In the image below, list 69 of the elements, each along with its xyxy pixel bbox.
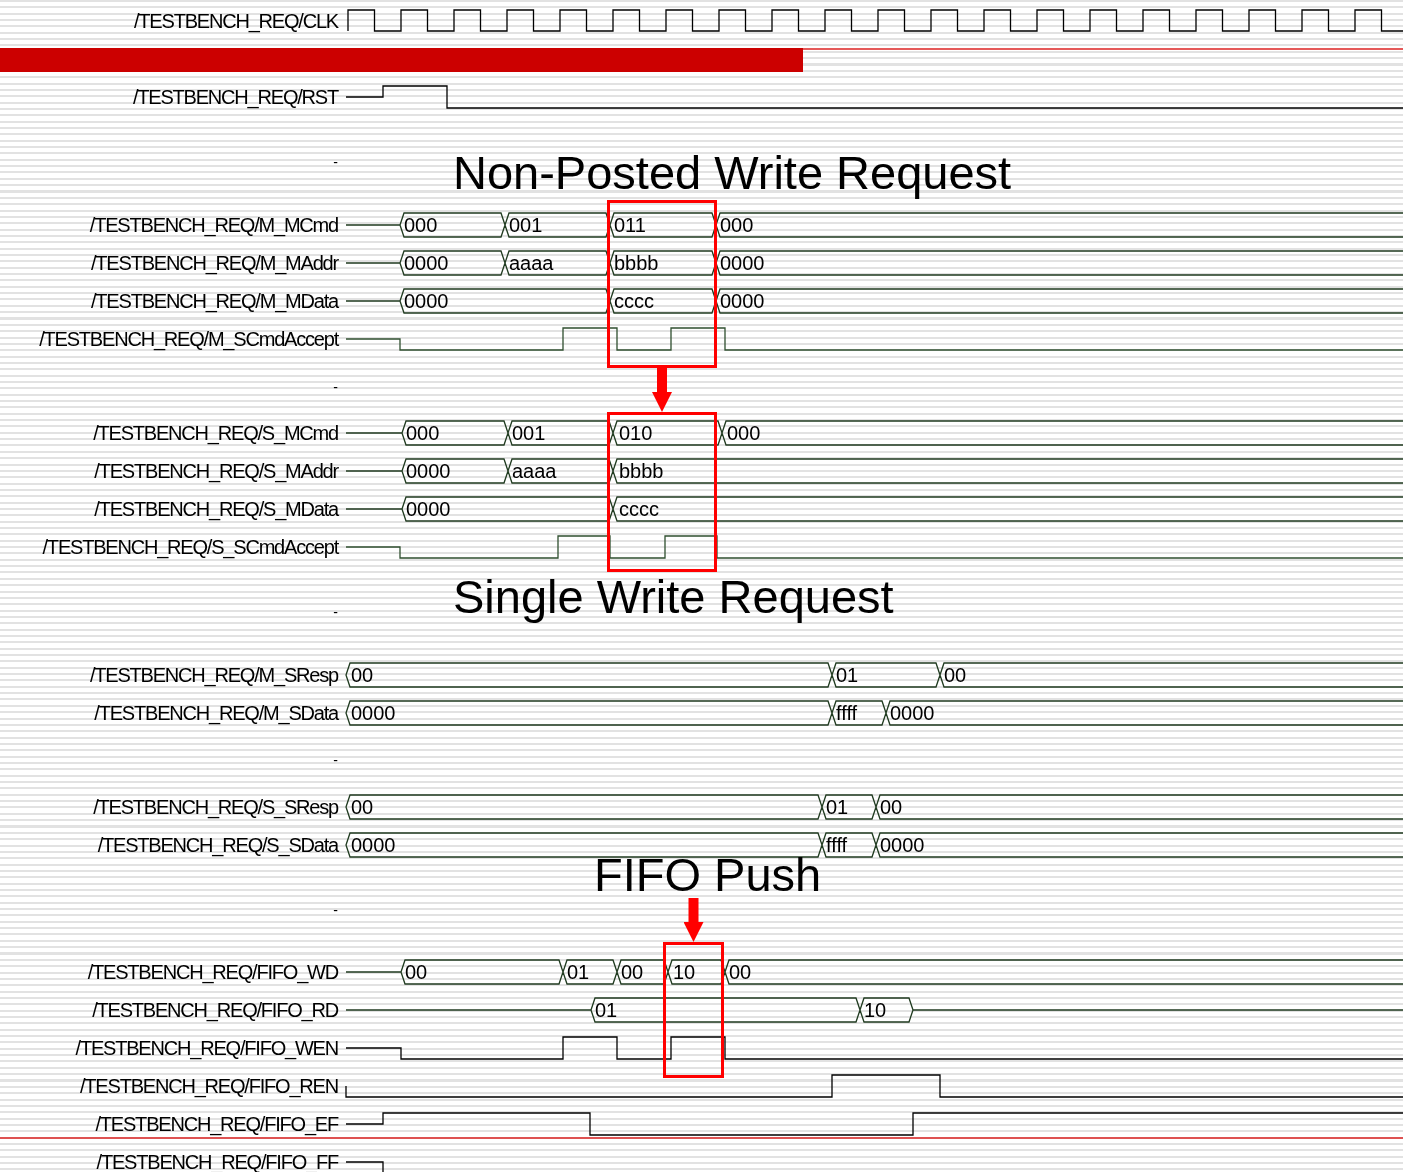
signal-value: ffff	[836, 703, 858, 723]
signal-value: 000	[404, 215, 438, 235]
separator-mark: -	[333, 753, 338, 767]
signal-value: 00	[621, 962, 644, 982]
signal-value: 0000	[351, 703, 396, 723]
highlight-box	[607, 200, 717, 368]
highlight-box	[663, 942, 724, 1078]
signal-name: /TESTBENCH_REQ/FIFO_EF	[95, 1114, 338, 1134]
signal-value: 0000	[720, 291, 765, 311]
signal-value: aaaa	[512, 461, 557, 481]
signal-name: /TESTBENCH_REQ/S_MData	[94, 499, 338, 519]
signal-name: /TESTBENCH_REQ/M_SData	[94, 703, 338, 723]
signal-value: 00	[944, 665, 967, 685]
signal-value: 01	[595, 1000, 618, 1020]
signal-value: 0000	[406, 461, 451, 481]
signal-name: /TESTBENCH_REQ/M_MCmd	[89, 215, 338, 235]
signal-name: /TESTBENCH_REQ/M_SCmdAccept	[39, 329, 338, 349]
signal-value: 0000	[404, 291, 449, 311]
signal-value: 01	[826, 797, 849, 817]
signal-value: 0000	[720, 253, 765, 273]
signal-value: 0000	[404, 253, 449, 273]
signal-value: bbbb	[619, 461, 664, 481]
signal-name: /TESTBENCH_REQ/FIFO_WEN	[75, 1038, 338, 1058]
arrow	[652, 368, 672, 412]
signal-name: /TESTBENCH_REQ/S_MCmd	[93, 423, 338, 443]
signal-value: 0000	[890, 703, 935, 723]
signal-value: 01	[567, 962, 590, 982]
signal-value: 0000	[406, 499, 451, 519]
signal-value: 0000	[880, 835, 925, 855]
signal-value: cccc	[614, 291, 654, 311]
signal-value: 00	[351, 797, 374, 817]
signal-value: 0000	[351, 835, 396, 855]
signal-value: 000	[406, 423, 440, 443]
arrow	[683, 898, 704, 942]
signal-value: 00	[729, 962, 752, 982]
signal-value: 001	[509, 215, 543, 235]
signal-name: /TESTBENCH_REQ/FIFO_RD	[92, 1000, 338, 1020]
signal-name: /TESTBENCH_REQ/S_SData	[97, 835, 338, 855]
signal-name: /TESTBENCH_REQ/CLK	[134, 11, 338, 31]
signal-value: ffff	[826, 835, 848, 855]
signal-value: 00	[405, 962, 428, 982]
signal-value: aaaa	[509, 253, 554, 273]
signal-value: 10	[864, 1000, 887, 1020]
signal-name: /TESTBENCH_REQ/S_MAddr	[94, 461, 338, 481]
separator-mark: -	[333, 605, 338, 619]
signal-name: /TESTBENCH_REQ/M_MData	[91, 291, 338, 311]
signal-value: 00	[351, 665, 374, 685]
signal-value: bbbb	[614, 253, 659, 273]
signal-name: /TESTBENCH_REQ/S_SResp	[93, 797, 338, 817]
separator-mark: -	[333, 903, 338, 917]
signal-value: 10	[673, 962, 696, 982]
signal-name: /TESTBENCH_REQ/FIFO_REN	[80, 1076, 338, 1096]
signal-name: /TESTBENCH_REQ/M_MAddr	[91, 253, 338, 273]
signal-value: 001	[512, 423, 546, 443]
separator-mark: -	[333, 380, 338, 394]
signal-value: 010	[619, 423, 653, 443]
signal-name: /TESTBENCH_REQ/FIFO_WD	[87, 962, 338, 982]
signal-name: /TESTBENCH_REQ/S_SCmdAccept	[42, 537, 338, 557]
section-heading: FIFO Push	[594, 851, 822, 898]
signal-value: 000	[720, 215, 754, 235]
separator-mark: -	[333, 155, 338, 169]
highlight-box	[607, 412, 717, 572]
signal-value: 00	[880, 797, 903, 817]
signal-value: 000	[727, 423, 761, 443]
signal-name: /TESTBENCH_REQ/RST	[132, 87, 338, 107]
signal-value: cccc	[619, 499, 659, 519]
signal-name: /TESTBENCH_REQ/M_SResp	[89, 665, 338, 685]
signal-value: 01	[836, 665, 859, 685]
signal-value: 011	[614, 215, 646, 235]
